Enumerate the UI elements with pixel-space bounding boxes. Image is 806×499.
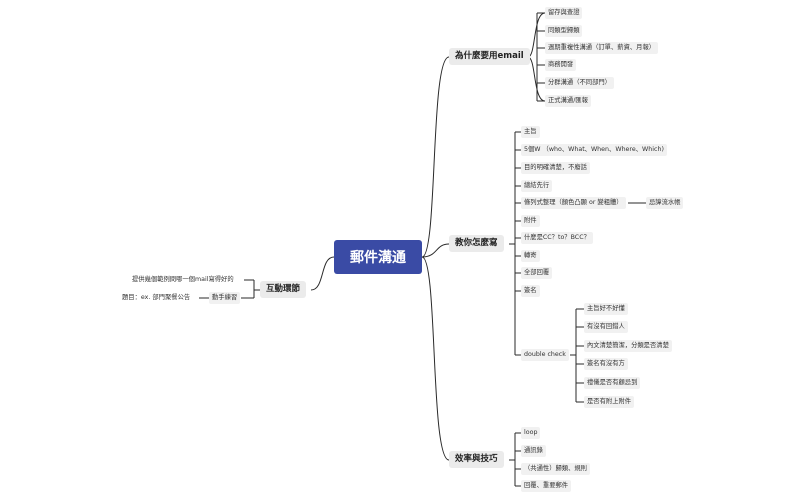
how-item[interactable]: 5個W （who、What、When、Where、Which): [521, 144, 667, 156]
efficiency-item[interactable]: 回覆、重要郵件: [521, 480, 572, 492]
interactive-item[interactable]: 提供幾個範例問哪一個mail寫得好的: [132, 276, 234, 283]
connector-root-interactive: [310, 256, 335, 291]
double-check-item[interactable]: 主旨好不好懂: [584, 303, 628, 315]
branch-why-email[interactable]: 為什麼要用email: [449, 48, 530, 65]
double-check-item[interactable]: 簽名有沒有方: [584, 358, 628, 370]
double-check-item[interactable]: 是否有附上附件: [584, 396, 635, 408]
connector-root-efficiency: [421, 256, 450, 461]
efficiency-item[interactable]: 通訊錄: [521, 445, 546, 457]
why-item[interactable]: 留存與查證: [545, 7, 583, 19]
branch-how-to-write[interactable]: 教你怎麼寫: [449, 235, 504, 252]
how-item[interactable]: 條列式整理（顏色凸顯 or 變粗體）: [521, 197, 626, 209]
double-check-item[interactable]: 內文清楚簡潔，分類是否清楚: [584, 340, 672, 352]
why-item[interactable]: 商務開發: [545, 59, 577, 71]
why-item[interactable]: 同類型歸類: [545, 25, 583, 37]
double-check-item[interactable]: 有沒有回錯人: [584, 321, 628, 333]
connector-why-top: [527, 12, 546, 58]
how-item[interactable]: 總結先行: [521, 180, 553, 192]
how-item[interactable]: 主旨: [521, 126, 540, 138]
why-item[interactable]: 週期重複性溝通（訂單、薪資、月報）: [545, 42, 659, 54]
how-item[interactable]: 全部回覆: [521, 267, 553, 279]
efficiency-item[interactable]: loop: [521, 427, 541, 439]
connector-root-how: [421, 243, 450, 258]
how-item[interactable]: 轉寄: [521, 250, 540, 262]
interactive-item[interactable]: 動手練習: [209, 292, 241, 304]
branch-efficiency[interactable]: 效率與技巧: [449, 451, 504, 468]
connector-root-why: [421, 56, 450, 258]
why-item[interactable]: 分群溝通（不同部門）: [545, 77, 614, 89]
how-sub-note[interactable]: 忌諱流水帳: [646, 197, 684, 209]
practice-topic[interactable]: 題目：ex. 部門聚餐公告: [122, 294, 191, 301]
double-check-topic[interactable]: double check: [521, 349, 569, 361]
root-topic[interactable]: 郵件溝通: [334, 240, 422, 274]
why-item[interactable]: 正式溝通/匯報: [545, 95, 591, 107]
how-item[interactable]: 簽名: [521, 285, 540, 297]
double-check-item[interactable]: 禮儀是否有顧忌到: [584, 377, 641, 389]
branch-interactive[interactable]: 互動環節: [260, 281, 307, 298]
how-item[interactable]: 什麼是CC？to？BCC？: [521, 232, 593, 244]
connector-why-bottom: [527, 56, 546, 102]
how-item[interactable]: 附件: [521, 215, 540, 227]
efficiency-item[interactable]: （共通性）歸類、規則: [521, 463, 590, 475]
how-item[interactable]: 目的明確清楚，不廢話: [521, 162, 590, 174]
